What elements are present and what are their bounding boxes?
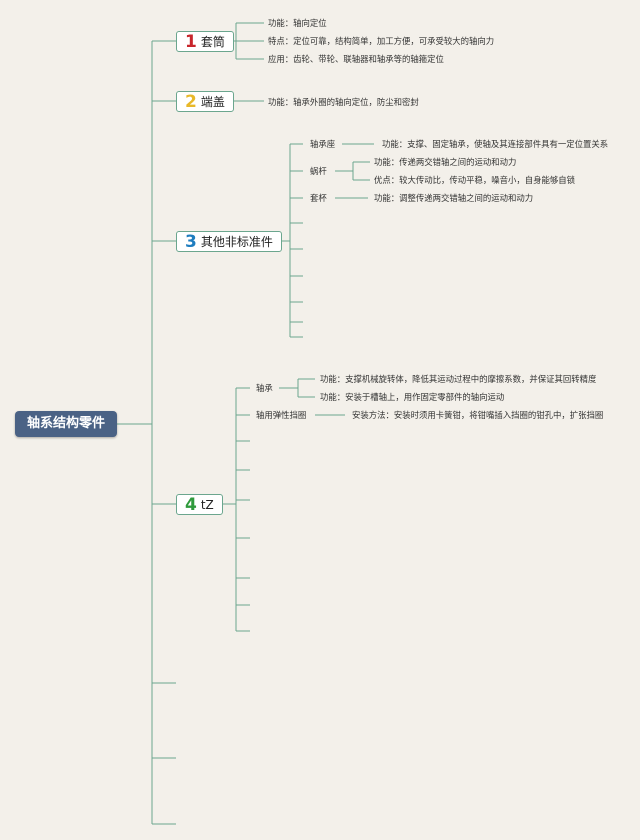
branch-4-sub-2-note-1: 安装方法：安装时须用卡簧钳，将钳嘴插入挡圈的钳孔中，扩张挡圈	[352, 410, 604, 420]
branch-3-sub-1-note-1: 功能：支撑、固定轴承，使轴及其连接部件具有一定位置关系	[382, 139, 609, 149]
branch-3-number: 3	[185, 232, 197, 252]
branch-4-label: tZ	[200, 498, 214, 512]
branch-3-sub-3-label[interactable]: 套杯	[310, 193, 327, 203]
branch-1-note-1: 功能：轴向定位	[268, 18, 327, 28]
branch-4-sub-1-note-1: 功能：支撑机械旋转体，降低其运动过程中的摩擦系数，并保证其回转精度	[320, 374, 597, 384]
root-node[interactable]: 轴系结构零件	[15, 411, 117, 437]
branch-2-number: 2	[185, 92, 197, 112]
branch-2-note-1: 功能：轴承外圈的轴向定位，防尘和密封	[268, 97, 419, 107]
branch-1-label: 套筒	[200, 35, 225, 49]
branch-3-sub-2-note-1: 功能：传递两交错轴之间的运动和动力	[374, 157, 517, 167]
branch-3-sub-2-note-2: 优点：较大传动比，传动平稳，噪音小，自身能够自锁	[374, 175, 575, 185]
branch-4-sub-1-note-2: 功能：安装于槽轴上，用作固定零部件的轴向运动	[320, 392, 505, 402]
branch-1-note-2: 特点：定位可靠，结构简单，加工方便，可承受较大的轴向力	[268, 36, 495, 46]
branch-3-label: 其他非标准件	[200, 235, 273, 249]
branch-4-number: 4	[185, 495, 197, 515]
branch-1-number: 1	[185, 32, 197, 52]
branch-4-sub-2-label[interactable]: 轴用弹性挡圈	[256, 410, 307, 420]
branch-3-sub-2-label[interactable]: 蜗杆	[310, 166, 327, 176]
branch-3-sub-3-note-1: 功能：调整传递两交错轴之间的运动和动力	[374, 193, 534, 203]
branch-1-note-3: 应用：齿轮、带轮、联轴器和轴承等的轴箍定位	[268, 54, 444, 64]
branch-4-sub-1-label[interactable]: 轴承	[256, 383, 273, 393]
branch-2-label: 端盖	[200, 95, 225, 109]
branch-3-sub-1-label[interactable]: 轴承座	[310, 139, 336, 149]
